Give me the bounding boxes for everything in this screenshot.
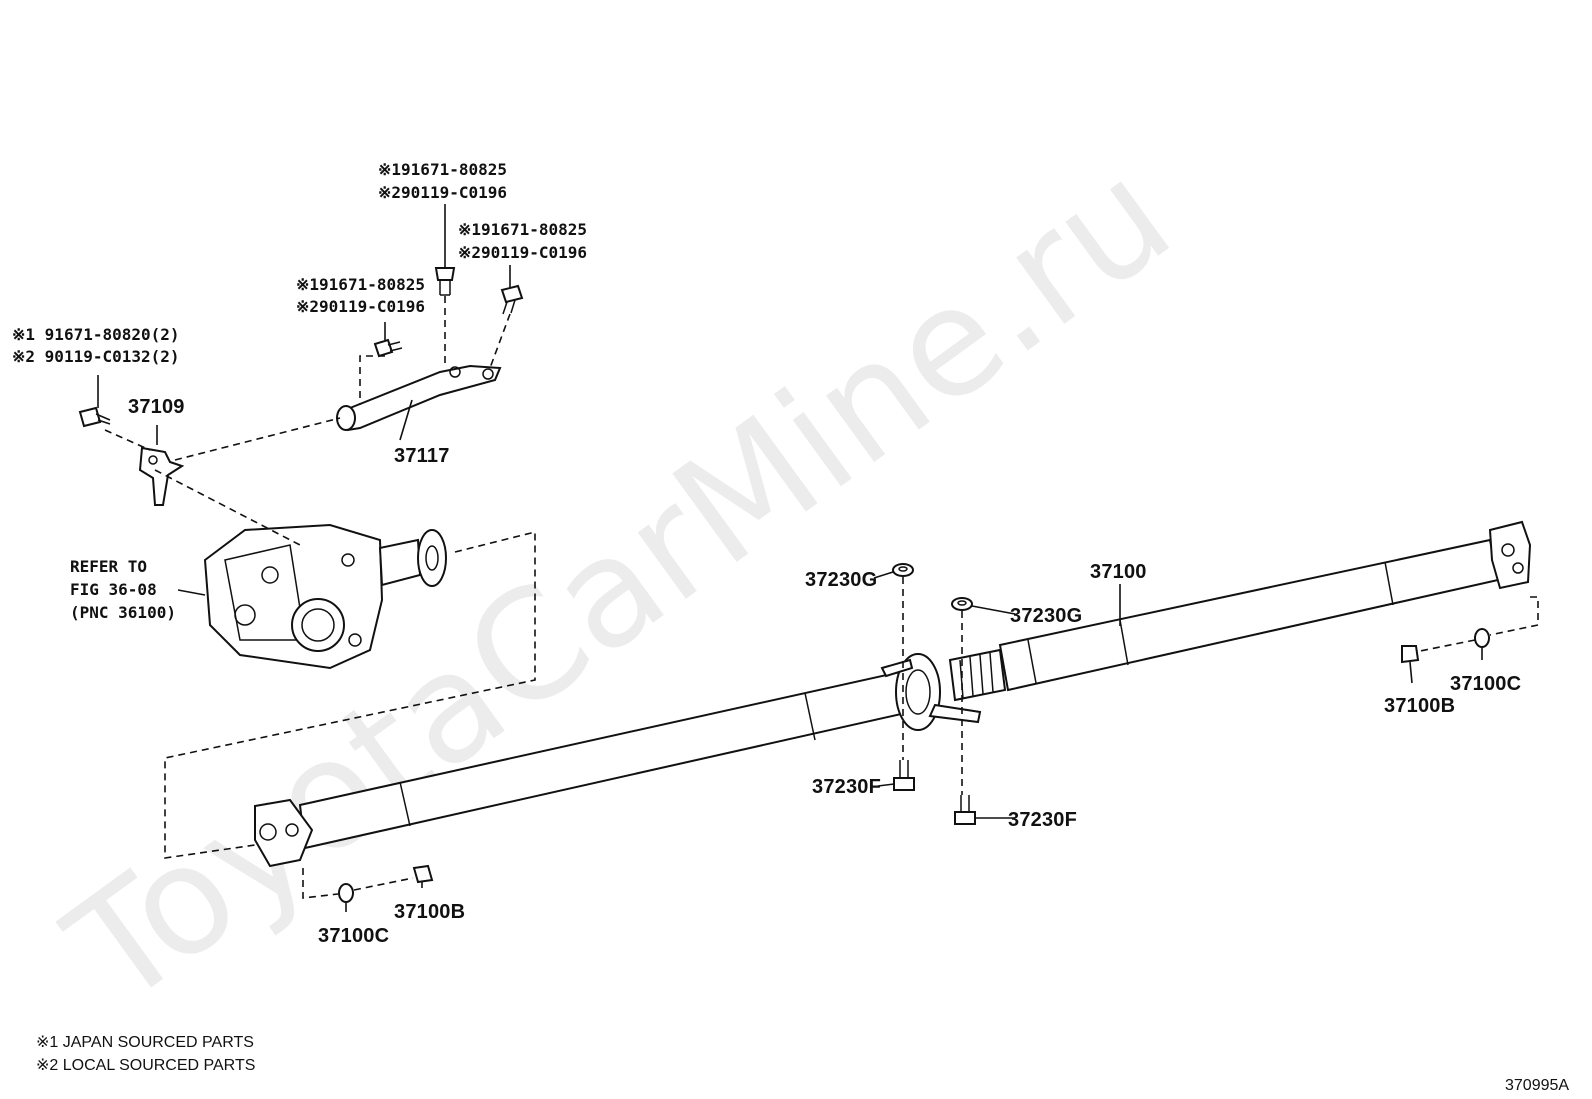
bolt-note-top-2: ※290119-C0196 [378,183,507,202]
propeller-shaft-37100 [254,520,1532,868]
label-37100C-right: 37100C [1450,673,1521,695]
support-37117 [336,364,502,432]
bolt-note-right-2: ※290119-C0196 [458,243,587,262]
nut-37100B-left [412,864,434,884]
label-37100: 37100 [1090,561,1147,583]
bolt-note-mid-1: ※191671-80825 [296,275,425,294]
bolt-37230F-left [893,760,915,791]
refer-line-1: REFER TO [70,557,147,576]
washer-37100C-right [1474,628,1490,648]
label-37230F-left: 37230F [812,776,881,798]
label-37100B-left: 37100B [394,901,465,923]
label-37230G-left: 37230G [805,569,877,591]
nut-37100B-right [1401,645,1420,664]
figure-code: 370995A [1505,1077,1569,1094]
bracket-37109 [138,446,185,506]
bolt-right [500,284,524,315]
washer-37100C-left [338,883,354,903]
bolt-note-mid-2: ※290119-C0196 [296,297,425,316]
bolt-mid [373,338,403,358]
label-37117: 37117 [394,445,450,467]
washer-37230G-right [951,597,973,611]
label-37230F-right: 37230F [1008,809,1077,831]
label-37109: 37109 [128,396,185,418]
bolt-note-left-2: ※2 90119-C0132(2) [12,347,180,366]
bolt-note-right-1: ※191671-80825 [458,220,587,239]
bolt-note-left-1: ※1 91671-80820(2) [12,325,180,344]
legend-note-2: ※2 LOCAL SOURCED PARTS [36,1057,255,1074]
differential-carrier [203,523,447,670]
refer-line-2: FIG 36-08 [70,580,157,599]
bolt-left [78,406,111,428]
label-37230G-right: 37230G [1010,605,1082,627]
bolt-top [434,267,456,296]
legend-note-1: ※1 JAPAN SOURCED PARTS [36,1034,254,1051]
bolt-note-top-1: ※191671-80825 [378,160,507,179]
washer-37230G-left [892,563,914,577]
label-37100C-left: 37100C [318,925,389,947]
label-37100B-right: 37100B [1384,695,1455,717]
dash-bolt-to-bracket [104,429,151,451]
refer-line-3: (PNC 36100) [70,603,176,622]
bolt-37230F-right [954,795,976,825]
